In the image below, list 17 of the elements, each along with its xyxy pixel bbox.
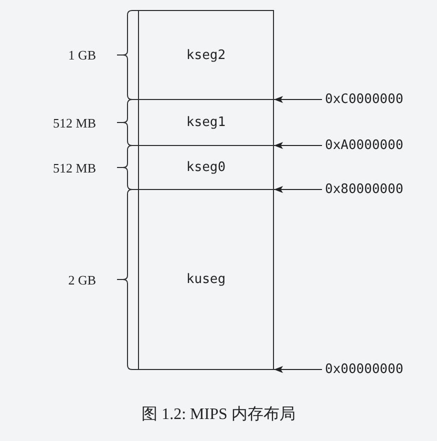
segment-label: kseg1 [186, 115, 226, 130]
address-label: 0x00000000 [325, 362, 404, 377]
address-label: 0xA0000000 [325, 138, 404, 153]
size-label: 512 MB [53, 160, 96, 175]
size-label: 1 GB [68, 48, 96, 62]
arrow [274, 186, 322, 193]
figure-caption: 图 1.2: MIPS 内存布局 [142, 405, 296, 425]
address-label: 0xC0000000 [325, 92, 404, 107]
segment-label: kseg0 [186, 160, 226, 175]
arrow [274, 142, 322, 149]
segment-label: kuseg [186, 272, 226, 287]
address-label: 0x80000000 [325, 182, 404, 197]
segment-label: kseg2 [186, 48, 226, 62]
size-label: 2 GB [68, 272, 96, 287]
size-label: 512 MB [53, 115, 96, 130]
arrow [274, 96, 322, 103]
arrow [274, 366, 322, 373]
